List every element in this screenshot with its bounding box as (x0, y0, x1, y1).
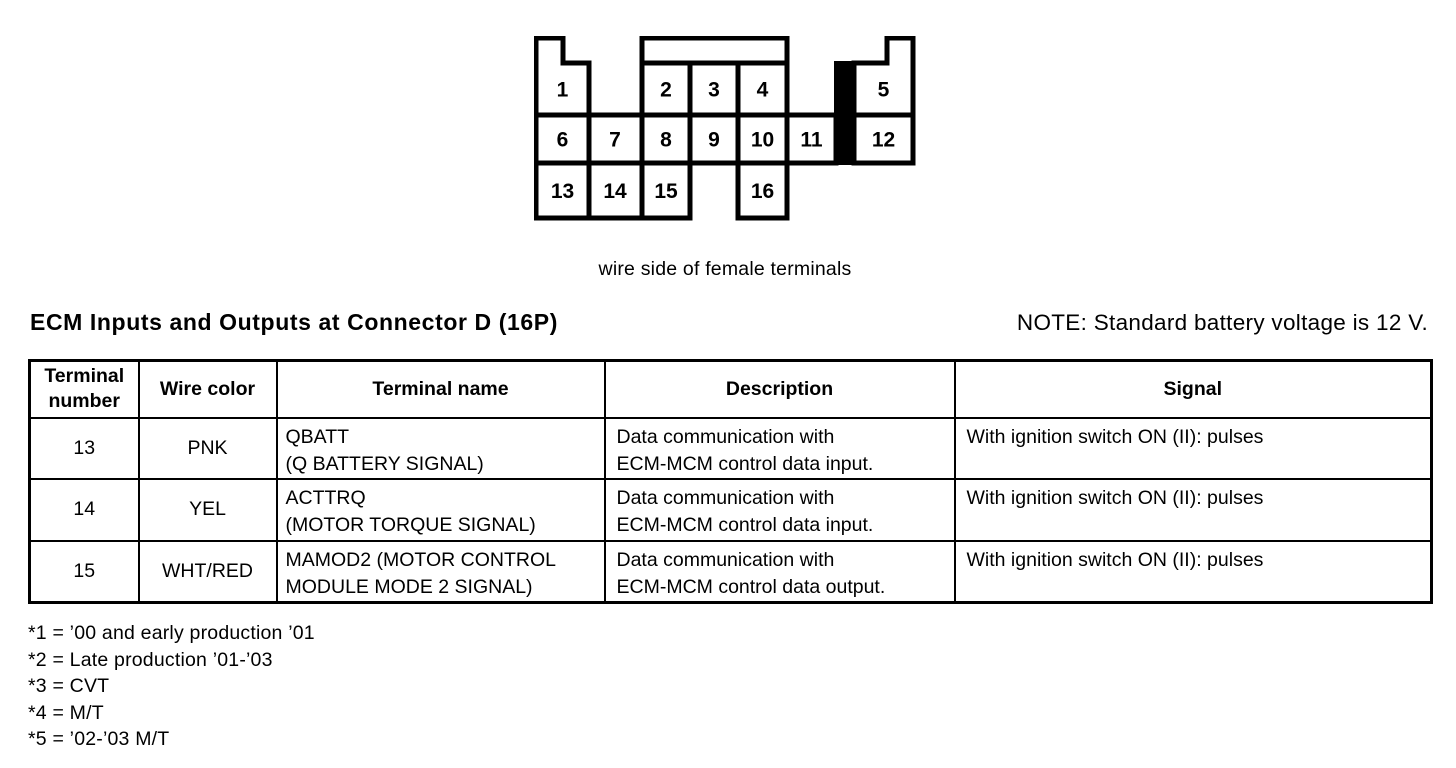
pin-label-12: 12 (872, 129, 895, 152)
pin-label-1: 1 (557, 79, 569, 102)
cell-wire-color: PNK (137, 416, 278, 480)
connector-diagram: 1 2 3 4 5 6 7 8 9 10 11 12 13 14 15 16 (534, 36, 916, 221)
cell-signal: With ignition switch ON (II): pulses (953, 477, 1433, 542)
footnote-4: *4 = M/T (28, 701, 104, 724)
cell-wire-color: YEL (137, 477, 278, 542)
footnote-3: *3 = CVT (28, 675, 110, 697)
connector-blank-slot (834, 61, 855, 165)
pin-label-2: 2 (660, 79, 672, 102)
pin-cell-13 (534, 160, 592, 221)
pin-label-8: 8 (660, 129, 672, 152)
pin-label-10: 10 (751, 129, 774, 152)
footnote-2: *2 = Late production ’01-’03 (28, 648, 273, 671)
table-row-terminal-13: 13 PNK QBATT (Q BATTERY SIGNAL) Data com… (28, 416, 1433, 480)
pin-cell-15 (639, 160, 693, 221)
col-header-description: Description (603, 359, 956, 419)
cell-signal: With ignition switch ON (II): pulses (953, 416, 1433, 480)
table-row-terminal-14: 14 YEL ACTTRQ (MOTOR TORQUE SIGNAL) Data… (28, 477, 1433, 542)
section-title: ECM Inputs and Outputs at Connector D (1… (30, 309, 558, 335)
cell-terminal-name: MAMOD2 (MOTOR CONTROL MODULE MODE 2 SIGN… (275, 539, 606, 604)
pin-label-7: 7 (609, 129, 621, 152)
pin-cell-16 (735, 160, 790, 221)
footnote-1: *1 = ’00 and early production ’01 (28, 622, 315, 644)
pin-cell-9 (687, 112, 741, 166)
cell-description: Data communication with ECM-MCM control … (603, 539, 956, 604)
table-header-row: Terminal number Wire color Terminal name… (28, 359, 1433, 419)
connector-key-bar (639, 36, 790, 66)
pin-cell-14 (586, 160, 645, 221)
pin-cell-5 (851, 36, 916, 118)
pin-label-4: 4 (757, 79, 769, 102)
pin-label-15: 15 (654, 180, 678, 203)
pin-cell-1 (534, 36, 592, 118)
col-header-terminal-name: Terminal name (275, 359, 606, 419)
footnote-5: *5 = ’02-’03 M/T (28, 728, 170, 750)
ecm-io-table: Terminal number Wire color Terminal name… (28, 359, 1433, 604)
cell-signal: With ignition switch ON (II): pulses (953, 539, 1433, 604)
col-header-terminal-number: Terminal number (28, 359, 140, 419)
cell-terminal-name: ACTTRQ (MOTOR TORQUE SIGNAL) (275, 477, 606, 542)
pin-cell-4 (735, 60, 790, 118)
cell-description: Data communication with ECM-MCM control … (603, 416, 956, 480)
cell-terminal-name: QBATT (Q BATTERY SIGNAL) (275, 416, 606, 480)
pin-cell-12 (851, 112, 916, 166)
col-header-wire-color: Wire color (137, 359, 278, 419)
cell-terminal-number: 15 (28, 539, 140, 604)
footnotes: *1 = ’00 and early production ’01 *2 = L… (28, 620, 315, 753)
cell-wire-color: WHT/RED (137, 539, 278, 604)
title-row: ECM Inputs and Outputs at Connector D (1… (30, 309, 1428, 336)
battery-voltage-note: NOTE: Standard battery voltage is 12 V. (1016, 310, 1428, 335)
pin-label-14: 14 (603, 180, 627, 203)
cell-description: Data communication with ECM-MCM control … (603, 477, 956, 542)
pin-label-3: 3 (708, 79, 720, 102)
cell-terminal-number: 13 (28, 416, 140, 480)
pin-label-9: 9 (708, 129, 720, 152)
pin-label-5: 5 (878, 79, 890, 102)
pin-label-13: 13 (551, 180, 574, 203)
cell-terminal-number: 14 (28, 477, 140, 542)
pin-cell-11 (784, 112, 839, 166)
connector-caption: wire side of female terminals (598, 258, 852, 280)
table-row-terminal-15: 15 WHT/RED MAMOD2 (MOTOR CONTROL MODULE … (28, 539, 1433, 604)
pin-label-11: 11 (800, 129, 823, 152)
pin-label-6: 6 (557, 129, 569, 152)
pin-label-16: 16 (751, 180, 774, 203)
col-header-signal: Signal (953, 359, 1433, 419)
